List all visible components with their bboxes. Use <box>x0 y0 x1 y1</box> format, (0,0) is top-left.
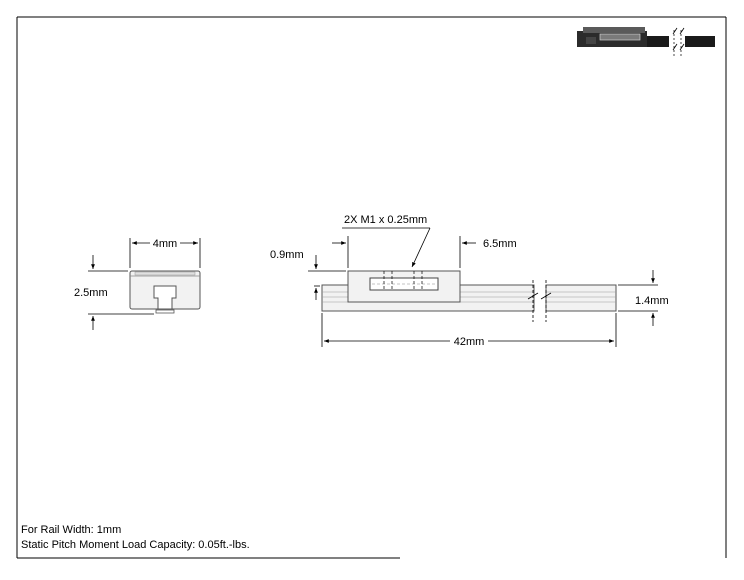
carriage-length-dimension <box>332 236 476 268</box>
load-capacity-note: Static Pitch Moment Load Capacity: 0.05f… <box>21 539 250 551</box>
end-view-width-dimension <box>129 238 201 268</box>
offset-dimension <box>308 255 346 300</box>
drawing-notes: For Rail Width: 1mm Static Pitch Moment … <box>21 523 250 553</box>
side-view-break-marks <box>527 280 552 322</box>
end-view-part <box>129 270 201 314</box>
offset-label: 0.9mm <box>270 249 304 261</box>
screw-callout-leader <box>342 227 431 268</box>
side-view-carriage <box>347 270 461 303</box>
screw-callout-label: 2X M1 x 0.25mm <box>344 214 427 226</box>
side-view-screw-holes <box>383 271 423 290</box>
end-view-height-dimension <box>88 255 154 330</box>
sheet-border <box>16 16 727 559</box>
end-view-width-label: 4mm <box>153 238 177 250</box>
iso-thumbnail <box>577 27 715 58</box>
rail-length-dimension <box>321 313 617 347</box>
rail-height-label: 1.4mm <box>635 295 669 307</box>
rail-height-dimension <box>618 270 658 326</box>
end-view-height-label: 2.5mm <box>74 287 108 299</box>
carriage-length-label: 6.5mm <box>483 238 517 250</box>
rail-width-note: For Rail Width: 1mm <box>21 524 122 536</box>
rail-length-label: 42mm <box>454 336 485 348</box>
